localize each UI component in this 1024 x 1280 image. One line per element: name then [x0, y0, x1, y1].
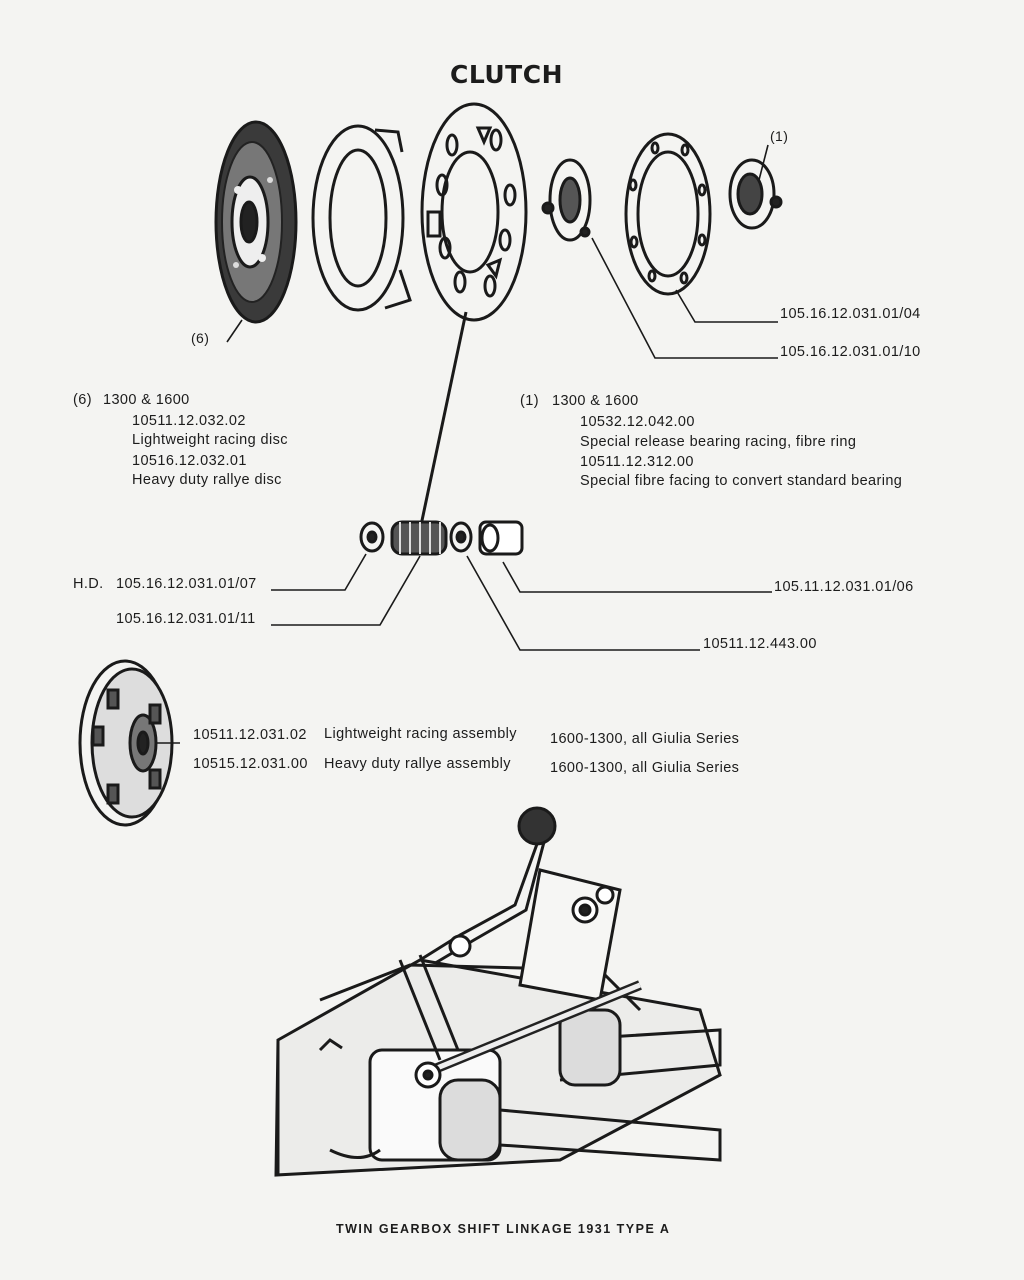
- spring-leader-lines: [271, 553, 772, 651]
- disc-notes-header: 1300 & 1600: [103, 392, 190, 408]
- pn-spring: 105.16.12.031.01/11: [116, 611, 256, 627]
- assembly-pn: 10515.12.031.00: [193, 756, 308, 772]
- assembly-fit: 1600-1300, all Giulia Series: [550, 731, 740, 747]
- disc-pn-2: 10516.12.032.01: [132, 453, 247, 469]
- gearbox-linkage-drawing: [274, 806, 722, 1177]
- bearing-desc-1: Special release bearing racing, fibre ri…: [580, 434, 857, 450]
- assembly-pn: 10511.12.031.02: [193, 727, 307, 743]
- disc-notes-num: (6): [73, 392, 92, 408]
- gasket-plate-drawing: [624, 132, 712, 296]
- assembly-desc: Lightweight racing assembly: [324, 726, 517, 742]
- release-bearing-drawing: [541, 158, 592, 242]
- bearing-pn-2: 10511.12.312.00: [580, 454, 694, 470]
- collar-bearing-drawing: [728, 158, 783, 230]
- cover-plate-drawing: [420, 102, 528, 322]
- callout-1: (1): [770, 128, 789, 144]
- spring-group-drawing: [359, 520, 524, 556]
- disc-desc-2: Heavy duty rallye disc: [132, 472, 282, 488]
- clutch-assembly-drawing: [78, 659, 180, 827]
- pn-bush: 105.11.12.031.01/06: [774, 579, 914, 595]
- pressure-ring-drawing: [311, 124, 412, 312]
- bearing-notes-header: 1300 & 1600: [552, 393, 639, 409]
- pushrod-drawing: [418, 311, 468, 531]
- disc-pn-1: 10511.12.032.02: [132, 413, 246, 429]
- bearing-pn-1: 10532.12.042.00: [580, 414, 695, 430]
- assembly-fit: 1600-1300, all Giulia Series: [550, 760, 740, 776]
- assembly-desc: Heavy duty rallye assembly: [324, 756, 511, 772]
- pn-seat: 10511.12.443.00: [703, 636, 817, 652]
- hd-label: H.D.: [73, 576, 104, 592]
- pn-release-bearing: 105.16.12.031.01/10: [780, 344, 921, 360]
- bearing-notes-num: (1): [520, 393, 539, 409]
- bearing-desc-2: Special fibre facing to convert standard…: [580, 473, 903, 489]
- figure-caption: TWIN GEARBOX SHIFT LINKAGE 1931 TYPE A: [336, 1222, 671, 1236]
- callout-6: (6): [191, 330, 210, 346]
- pn-washer: 105.16.12.031.01/07: [116, 576, 257, 592]
- page-title: CLUTCH: [450, 60, 564, 89]
- pn-gasket-plate: 105.16.12.031.01/04: [780, 306, 921, 322]
- clutch-disc-drawing: [214, 120, 298, 324]
- top-leader-lines: [226, 144, 778, 359]
- disc-desc-1: Lightweight racing disc: [132, 432, 288, 448]
